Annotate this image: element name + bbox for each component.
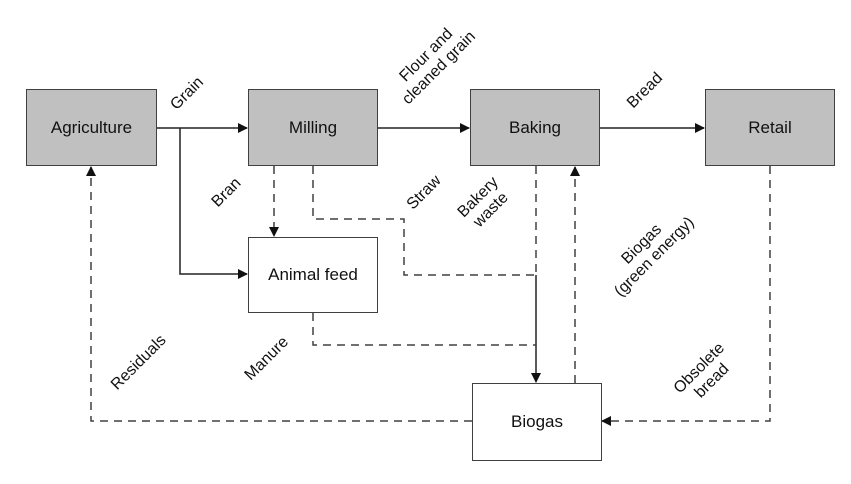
edge-residuals [86,166,472,422]
node-agriculture[interactable]: Agriculture [26,89,157,166]
edge-straw [312,166,536,276]
node-baking[interactable]: Baking [470,89,600,166]
node-biogas[interactable]: Biogas [472,383,602,461]
node-retail[interactable]: Retail [705,89,835,166]
edge-manure [312,313,536,346]
node-animal-feed[interactable]: Animal feed [248,237,378,313]
edge-grain-to-animal-feed [179,128,248,279]
node-milling[interactable]: Milling [248,89,378,166]
edge-obsolete-bread [601,166,771,426]
